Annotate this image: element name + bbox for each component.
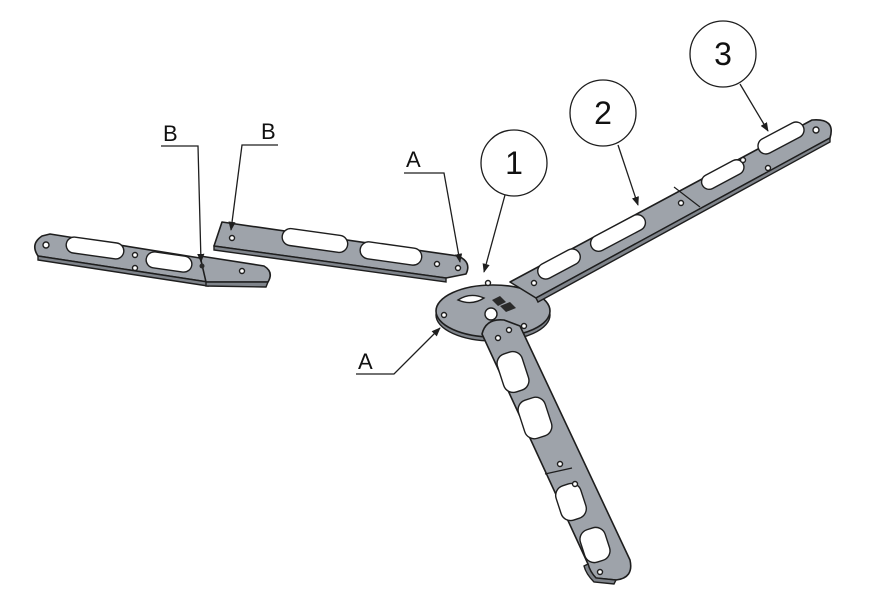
balloon-2-label: 2	[594, 95, 612, 131]
arm-left-outer-plate	[34, 233, 215, 287]
callout-b-left: B	[161, 121, 205, 263]
callout-a-upper-label: A	[406, 147, 421, 172]
arm-left-joint-plate	[199, 255, 272, 288]
callout-b-right-label: B	[261, 119, 276, 144]
balloon-3: 3	[689, 20, 769, 132]
callout-b-right: B	[228, 119, 278, 231]
arm-lower	[481, 318, 632, 585]
callout-a-upper: A	[404, 147, 463, 263]
callout-b-left-label: B	[163, 121, 178, 146]
callout-a-lower-label: A	[358, 349, 373, 374]
balloon-1: 1	[480, 129, 548, 273]
callout-a-lower: A	[356, 327, 441, 375]
balloon-1-label: 1	[505, 145, 523, 181]
balloon-2: 2	[569, 79, 639, 206]
arm-upper-right	[509, 119, 832, 303]
arm-left-inner-plate	[213, 221, 469, 283]
balloon-3-label: 3	[714, 36, 732, 72]
